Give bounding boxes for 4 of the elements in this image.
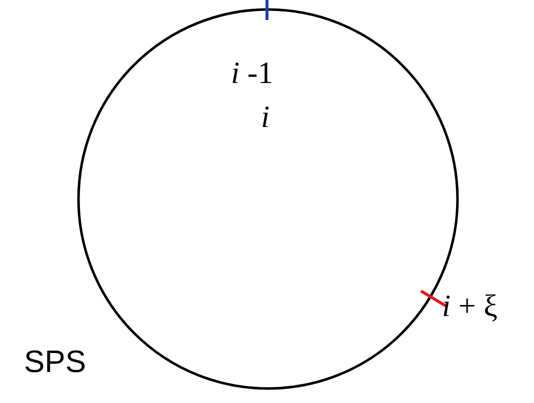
ring-name-label: SPS: [24, 346, 86, 377]
position-label: i -1: [231, 57, 274, 88]
position-label: i + ξ: [442, 290, 498, 321]
position-label: i: [261, 101, 270, 132]
